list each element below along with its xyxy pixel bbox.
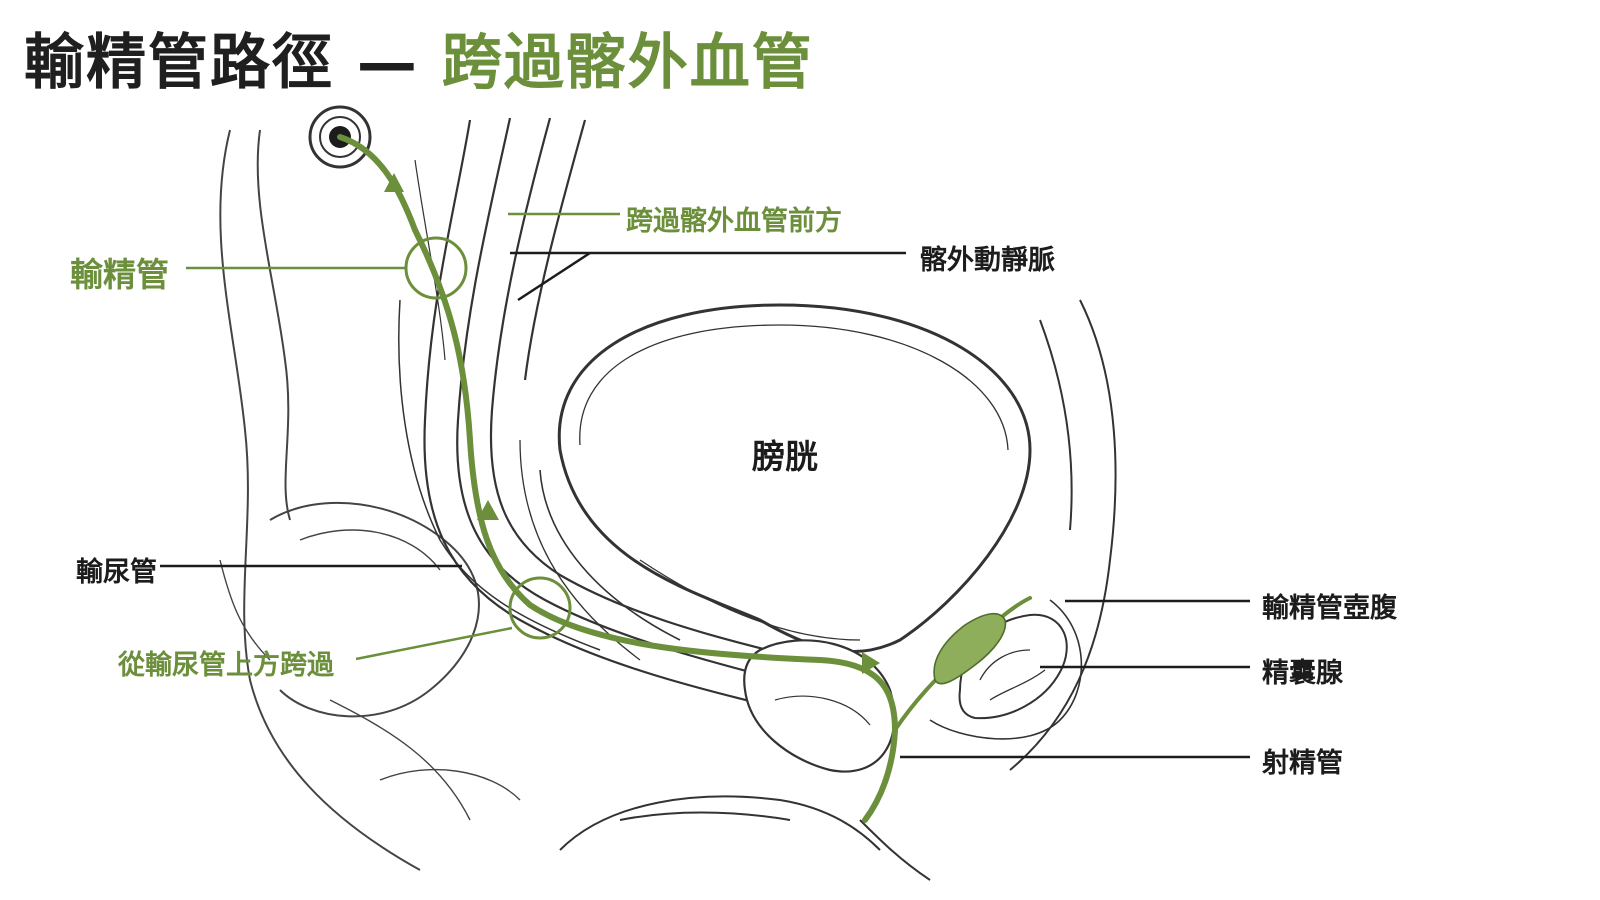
arrow-up-mid: [477, 500, 499, 520]
urethra-drawing: [559, 795, 931, 881]
label-cross-ureter: 從輸尿管上方跨過: [118, 650, 334, 681]
label-vas-deferens: 輸精管: [70, 255, 169, 294]
title-dash: —: [356, 28, 419, 98]
page-title: 輸精管路徑 — 跨過髂外血管: [24, 14, 814, 101]
highlight-circle-ureter: [508, 576, 572, 640]
label-ureter: 輸尿管: [76, 557, 157, 588]
rectum-drawing: [929, 299, 1117, 771]
label-iliac-vessels: 髂外動靜脈: [920, 245, 1055, 276]
arrow-right: [862, 652, 880, 674]
ampulla-drawing: [933, 612, 1007, 685]
pelvic-bone: [219, 129, 521, 871]
label-ampulla: 輸精管壺腹: [1262, 593, 1397, 624]
label-bladder: 膀胱: [752, 437, 818, 476]
arrow-up-top: [384, 173, 404, 192]
label-seminal-vesicle: 精囊腺: [1262, 658, 1343, 689]
leader-lines: [160, 212, 1250, 759]
direction-arrows: [384, 173, 880, 674]
bladder-drawing: [519, 303, 1032, 661]
title-main: 輸精管路徑: [24, 28, 334, 98]
prostate-drawing: [743, 639, 896, 773]
label-ejaculatory-duct: 射精管: [1262, 748, 1343, 779]
title-accent: 跨過髂外血管: [441, 28, 814, 98]
label-cross-iliac: 跨過髂外血管前方: [626, 206, 842, 237]
highlight-circle-iliac: [404, 236, 468, 300]
